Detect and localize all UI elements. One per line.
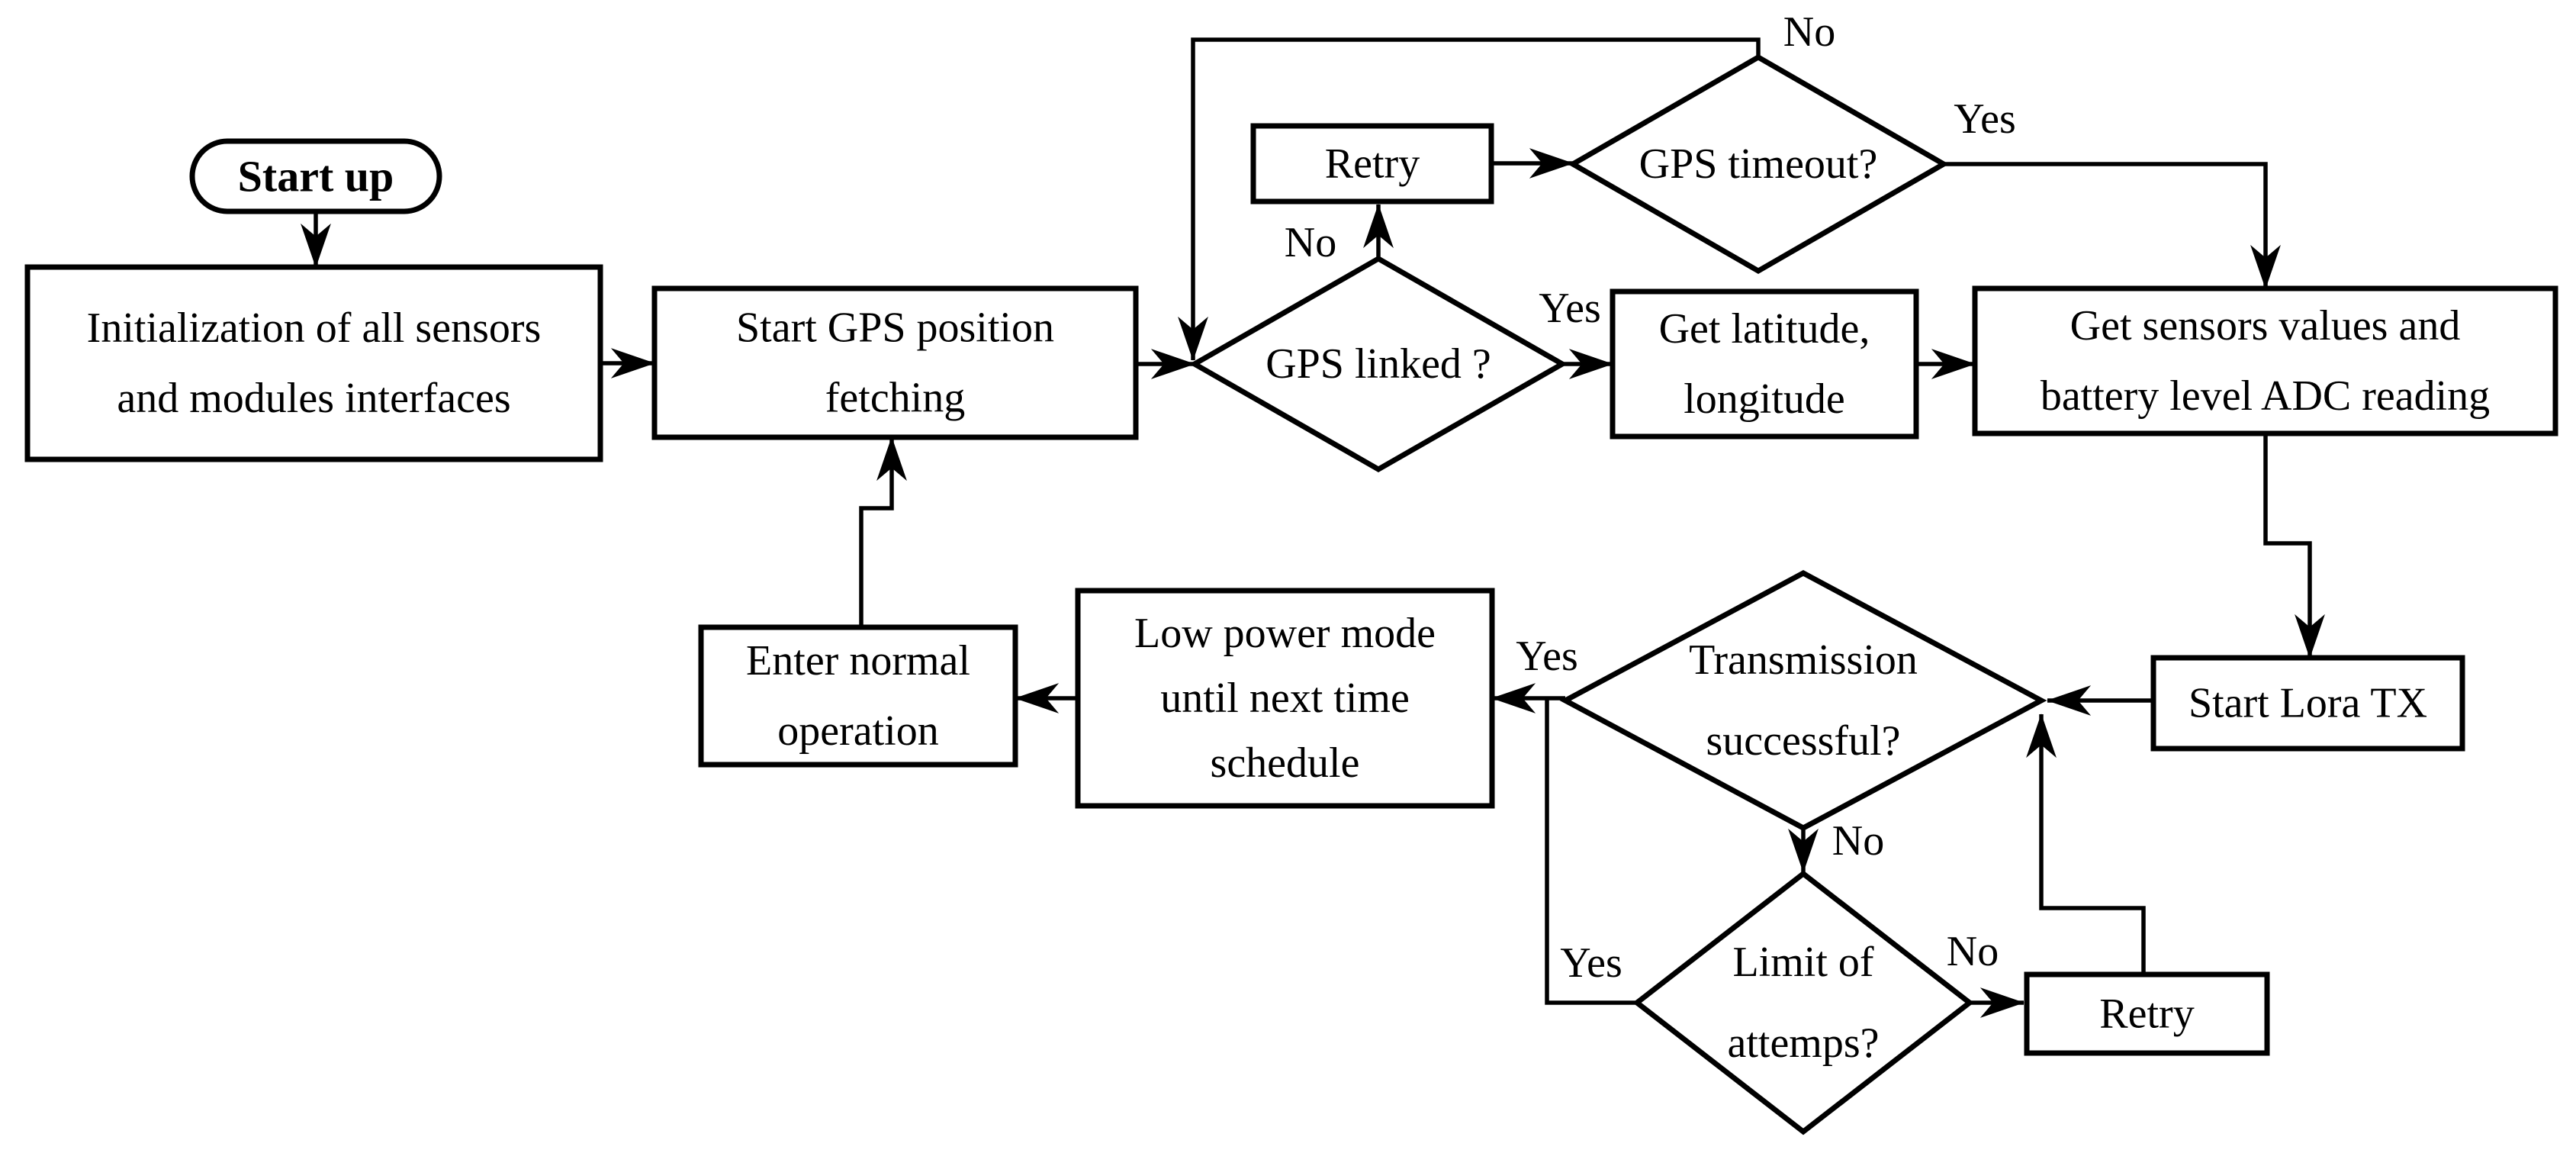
edge-transmission-yes-to-lowpower-label: Yes [1516, 633, 1577, 680]
node-retry-bottom-label-line-1: Retry [2099, 990, 2194, 1038]
edge-gpslinked-no-to-retrytop-label: No [1285, 219, 1336, 266]
node-limit-attempts-label-line-2: attemps? [1727, 1019, 1879, 1067]
edge-retrybottom-to-transmission [2026, 713, 2146, 974]
node-transmission-label-line-2: successful? [1706, 717, 1900, 765]
node-retry-top [1250, 123, 1494, 205]
node-low-power-label-line-2: until next time [1160, 675, 1410, 722]
node-start-gps [651, 285, 1139, 440]
node-gps-linked-label-line-1: GPS linked ? [1265, 340, 1491, 388]
edge-gpstimeout-no-loop-label: No [1783, 8, 1835, 56]
edge-enternormal-to-startgps [859, 436, 907, 627]
edge-sensors-to-startlora [2263, 433, 2325, 659]
edge-gpstimeout-yes-to-sensors [1944, 162, 2281, 289]
node-limit-attempts-label-line-1: Limit of [1732, 939, 1873, 986]
node-get-lat-long-label-line-2: longitude [1684, 375, 1845, 423]
node-low-power-label-line-3: schedule [1211, 739, 1360, 787]
node-gps-timeout-label-line-1: GPS timeout? [1639, 140, 1878, 188]
node-init-label-line-2: and modules interfaces [117, 375, 510, 422]
node-get-sensors-label-line-1: Get sensors values and [2070, 302, 2461, 349]
node-start-gps-label-line-2: fetching [825, 375, 965, 422]
node-retry-top-label-line-1: Retry [1325, 140, 1420, 188]
edge-transmission-no-to-limit-label: No [1832, 817, 1884, 865]
node-enter-normal-label-line-2: operation [777, 707, 938, 755]
edge-limit-no-to-retrybottom-label: No [1947, 928, 1999, 975]
node-get-sensors-label-line-2: battery level ADC reading [2041, 372, 2490, 420]
node-get-lat-long-label-line-1: Get latitude, [1659, 305, 1870, 353]
node-transmission [1559, 570, 2047, 831]
node-enter-normal-label-line-1: Enter normal [746, 637, 970, 684]
node-retry-bottom [2024, 971, 2270, 1056]
node-init [24, 264, 603, 462]
edge-limit-yes-loop [1545, 698, 1637, 1005]
node-limit-attempts [1632, 870, 1974, 1135]
node-transmission-label-line-1: Transmission [1689, 636, 1918, 684]
node-low-power-label-line-1: Low power mode [1134, 610, 1436, 657]
edge-limit-yes-loop-label: Yes [1560, 939, 1622, 987]
node-init-label-line-1: Initialization of all sensors [87, 304, 542, 352]
node-start-lora-label-line-1: Start Lora TX [2188, 680, 2427, 727]
edge-gpstimeout-no-loop [1178, 37, 1761, 361]
node-start-gps-label-line-1: Start GPS position [736, 304, 1054, 352]
node-gps-timeout [1567, 53, 1950, 275]
edge-gpslinked-yes-to-latlong-label: Yes [1539, 285, 1600, 332]
edge-gpstimeout-yes-to-sensors-label: Yes [1954, 95, 2015, 143]
node-gps-linked [1188, 255, 1568, 473]
node-start-up-label-line-1: Start up [238, 152, 394, 201]
